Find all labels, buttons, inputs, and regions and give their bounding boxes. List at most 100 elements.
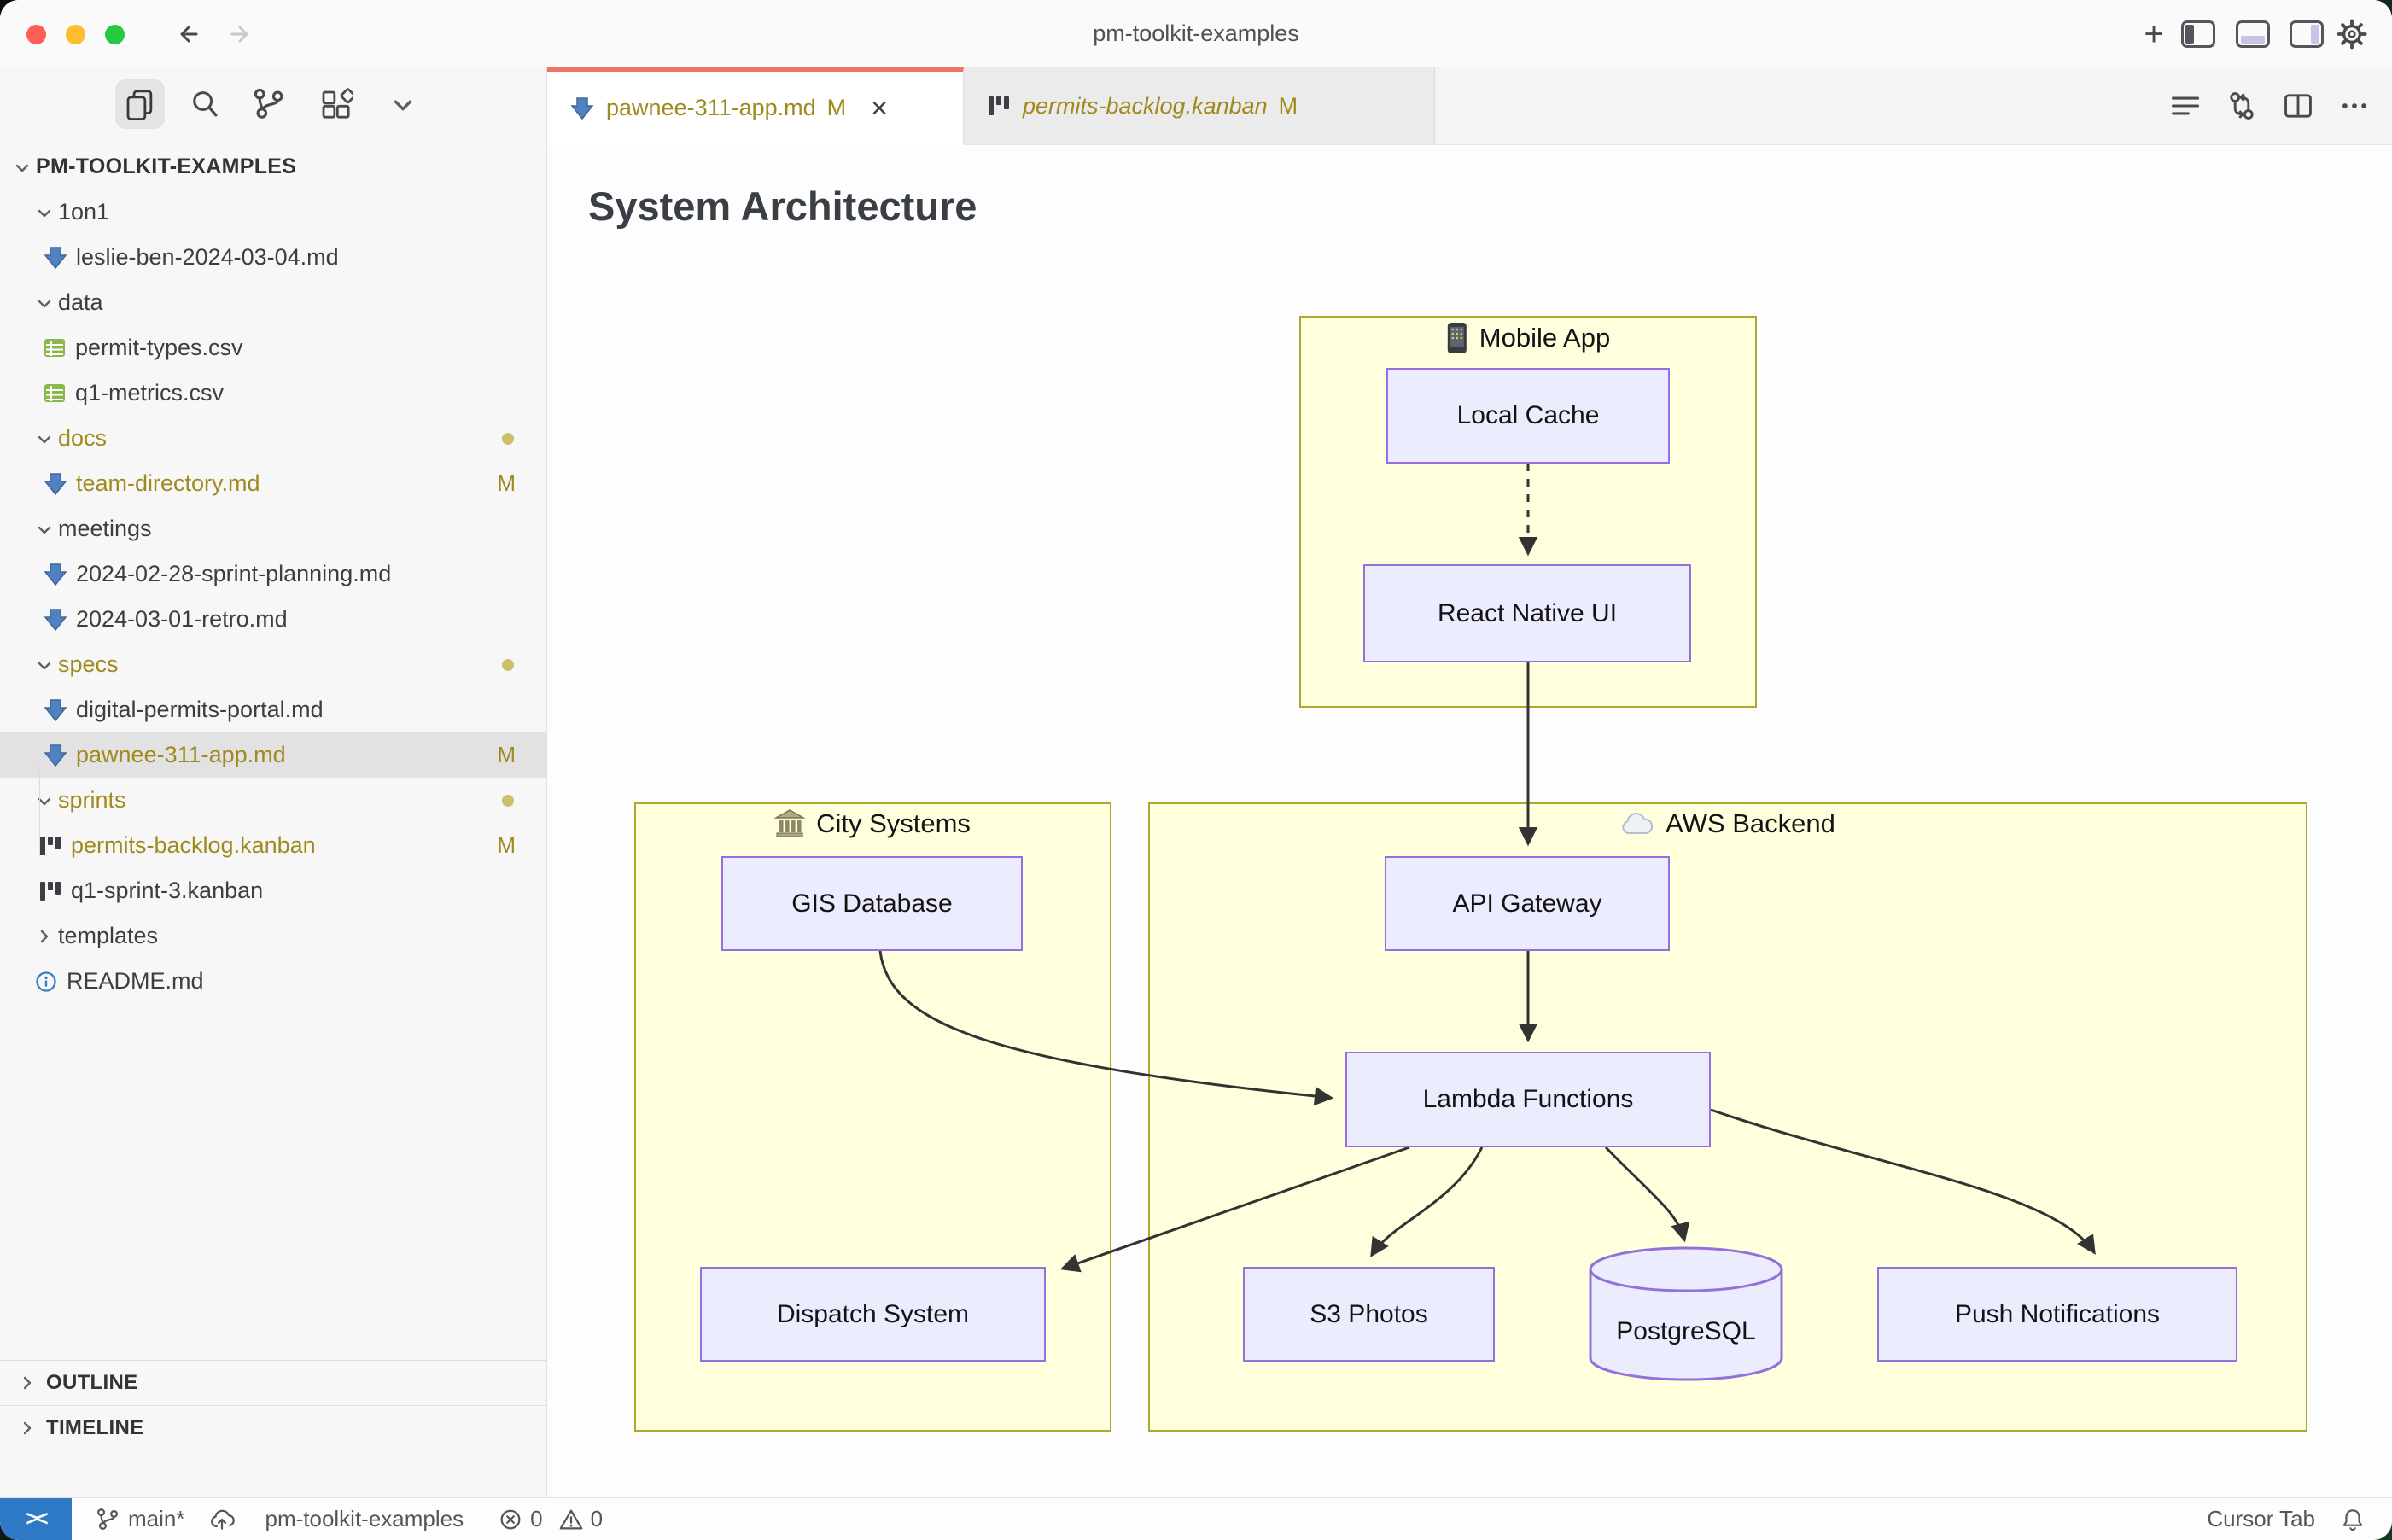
markdown-file-icon xyxy=(44,246,67,269)
title-bar: pm-toolkit-examples + xyxy=(0,0,2392,67)
kanban-file-icon xyxy=(40,881,61,901)
timeline-section-header[interactable]: TIMELINE xyxy=(0,1405,546,1450)
tree-item-sprint-planning[interactable]: 2024-02-28-sprint-planning.md xyxy=(0,551,546,597)
markdown-file-icon xyxy=(44,744,67,767)
markdown-file-icon xyxy=(44,698,67,721)
compare-changes-icon[interactable] xyxy=(2225,89,2259,123)
tab-label: permits-backlog.kanban xyxy=(1023,92,1268,119)
modified-badge: M xyxy=(497,832,516,858)
indent-guide xyxy=(39,764,40,855)
close-window-button[interactable] xyxy=(26,25,46,44)
edge-lambda-postgres xyxy=(1604,1146,1690,1243)
chevron-down-icon xyxy=(394,100,412,111)
extensions-view-button[interactable] xyxy=(311,79,360,129)
csv-file-icon xyxy=(44,383,66,403)
edge-lambda-dispatch xyxy=(1059,1146,1410,1273)
tree-item-1on1[interactable]: 1on1 xyxy=(0,190,546,235)
zoom-window-button[interactable] xyxy=(105,25,125,44)
close-tab-icon[interactable]: × xyxy=(871,91,889,125)
source-control-view-button[interactable] xyxy=(245,79,295,129)
chevron-down-icon xyxy=(38,662,51,669)
chevron-down-icon xyxy=(38,300,51,307)
history-forward-icon[interactable] xyxy=(224,19,254,50)
chevron-down-icon xyxy=(15,164,29,172)
window-title: pm-toolkit-examples xyxy=(1093,20,1299,46)
settings-button[interactable] xyxy=(2335,17,2369,51)
more-views-button[interactable] xyxy=(378,79,428,129)
project-name-status[interactable]: pm-toolkit-examples xyxy=(265,1506,464,1531)
chevron-down-icon xyxy=(38,526,51,534)
minimize-window-button[interactable] xyxy=(66,25,85,44)
tree-item-docs[interactable]: docs xyxy=(0,416,546,461)
tree-item-label: PM-TOOLKIT-EXAMPLES xyxy=(36,155,297,178)
toggle-left-sidebar-button[interactable] xyxy=(2181,17,2215,51)
more-actions-icon[interactable] xyxy=(2337,89,2372,123)
tree-item-readme[interactable]: README.md xyxy=(0,959,546,1004)
new-tab-button[interactable]: + xyxy=(2144,15,2164,53)
tree-item-q1-sprint-3[interactable]: q1-sprint-3.kanban xyxy=(0,868,546,913)
file-tree: PM-TOOLKIT-EXAMPLES 1on1 leslie-ben-2024… xyxy=(0,144,546,1004)
search-view-button[interactable] xyxy=(180,79,230,129)
warning-count: 0 xyxy=(590,1506,604,1531)
gear-icon xyxy=(2337,19,2367,50)
tree-item-root[interactable]: PM-TOOLKIT-EXAMPLES xyxy=(0,144,546,190)
tree-item-q1-metrics[interactable]: q1-metrics.csv xyxy=(0,370,546,416)
branch-name: main* xyxy=(128,1506,185,1531)
outline-section-header[interactable]: OUTLINE xyxy=(0,1360,546,1405)
activity-bar xyxy=(0,67,546,144)
remote-indicator[interactable]: >< xyxy=(0,1498,72,1540)
error-count: 0 xyxy=(530,1506,543,1531)
markdown-file-icon xyxy=(571,96,593,120)
history-back-icon[interactable] xyxy=(174,19,205,50)
modified-badge: M xyxy=(826,95,847,120)
node-api-gateway: API Gateway xyxy=(1385,856,1670,951)
node-lambda-functions: Lambda Functions xyxy=(1345,1052,1711,1147)
node-s3-photos: S3 Photos xyxy=(1243,1267,1495,1362)
publish-cloud-icon xyxy=(211,1509,236,1530)
csv-file-icon xyxy=(44,338,66,358)
tree-item-digital-permits[interactable]: digital-permits-portal.md xyxy=(0,687,546,732)
markdown-file-icon xyxy=(44,563,67,586)
chevron-right-icon xyxy=(40,930,49,942)
outline-list-icon[interactable] xyxy=(2168,89,2202,123)
tree-item-permit-types[interactable]: permit-types.csv xyxy=(0,325,546,370)
tree-item-data[interactable]: data xyxy=(0,280,546,325)
tree-item-leslie-ben[interactable]: leslie-ben-2024-03-04.md xyxy=(0,235,546,280)
kanban-file-icon xyxy=(40,836,61,855)
explorer-view-button[interactable] xyxy=(115,79,165,129)
toggle-bottom-panel-button[interactable] xyxy=(2236,17,2270,51)
tree-item-meetings[interactable]: meetings xyxy=(0,506,546,551)
chevron-down-icon xyxy=(38,435,51,443)
markdown-preview: System Architecture xyxy=(547,145,2392,1497)
tree-item-retro[interactable]: 2024-03-01-retro.md xyxy=(0,597,546,642)
group-title-city-systems: City Systems xyxy=(774,808,971,839)
tab-bar: pawnee-311-app.md M × permits-backlog.ka… xyxy=(547,67,2392,145)
node-react-native-ui: React Native UI xyxy=(1363,564,1691,662)
git-branch-icon xyxy=(254,88,283,119)
chevron-down-icon xyxy=(38,797,51,805)
search-icon xyxy=(193,91,218,117)
sync-changes-button[interactable] xyxy=(208,1506,236,1533)
split-editor-icon[interactable] xyxy=(2281,89,2315,123)
tree-item-specs[interactable]: specs xyxy=(0,642,546,687)
tree-item-sprints[interactable]: sprints xyxy=(0,778,546,823)
problems-status[interactable]: 0 0 xyxy=(498,1506,603,1532)
chevron-right-icon xyxy=(23,1376,32,1390)
bank-building-icon xyxy=(774,809,806,837)
modified-dot xyxy=(502,432,514,445)
toggle-right-sidebar-button[interactable] xyxy=(2290,17,2324,51)
tab-pawnee-311-app[interactable]: pawnee-311-app.md M × xyxy=(547,67,964,144)
node-gis-database: GIS Database xyxy=(721,856,1023,951)
bell-icon[interactable] xyxy=(2339,1506,2366,1533)
git-branch-icon xyxy=(97,1508,119,1530)
tree-item-templates[interactable]: templates xyxy=(0,913,546,959)
git-branch-status[interactable]: main* xyxy=(96,1506,184,1532)
cloud-icon xyxy=(1622,813,1654,834)
error-icon xyxy=(500,1509,521,1529)
tab-permits-backlog[interactable]: permits-backlog.kanban M xyxy=(964,67,1435,144)
cursor-tab-status[interactable]: Cursor Tab xyxy=(2207,1506,2315,1531)
